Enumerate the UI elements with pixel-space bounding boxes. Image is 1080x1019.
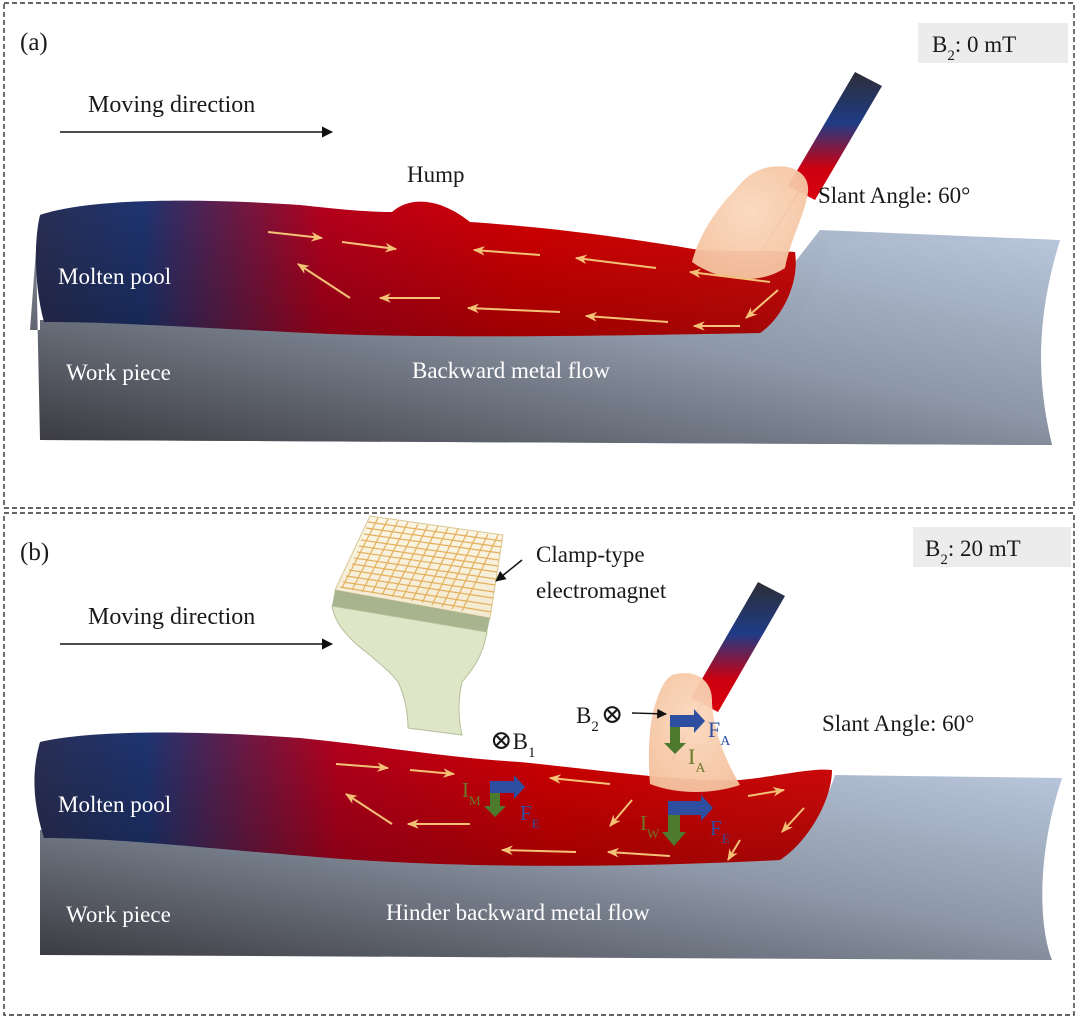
panel-a-arc xyxy=(692,166,809,280)
panel-b-force-current-arrows xyxy=(484,709,713,846)
flow-arrow xyxy=(606,847,671,858)
flow-arrow xyxy=(267,231,324,242)
panel-b-b2-label: B2⊗ xyxy=(576,699,623,735)
flow-arrow xyxy=(548,774,611,785)
iw-current-arrow xyxy=(662,815,686,846)
panel-b-electromagnet-label-2: electromagnet xyxy=(536,578,667,603)
panel-a-flow-arrows xyxy=(267,231,779,331)
panel-b-b2-pointer xyxy=(631,708,667,719)
flow-arrow xyxy=(747,787,786,797)
flow-arrow xyxy=(500,845,577,856)
panel-a-workpiece-front xyxy=(40,240,1060,445)
flow-arrow xyxy=(335,762,390,772)
flow-arrow xyxy=(466,303,561,314)
panel-b-iw-label: IW xyxy=(640,811,660,841)
flow-arrow xyxy=(781,807,805,833)
panel-b-electromagnet-pointer xyxy=(495,559,523,582)
flow-arrow xyxy=(609,799,633,827)
panel-b-pole-piece xyxy=(331,605,488,736)
panel-b-electromagnet-label-1: Clamp-type xyxy=(536,542,645,567)
flow-arrow xyxy=(344,793,393,825)
panel-b-moving-direction: Moving direction xyxy=(88,604,255,630)
panel-a-slant-angle: Slant Angle: 60° xyxy=(818,183,970,208)
panel-a-molten-pool-label: Molten pool xyxy=(58,264,171,289)
panel-b: (b) B2: 20 mT Moving direction xyxy=(3,512,1075,1016)
panel-a-hump: Hump xyxy=(407,162,465,187)
ia-current-arrow xyxy=(664,727,686,754)
panel-b-slant-angle: Slant Angle: 60° xyxy=(822,711,974,736)
panel-a-label: (a) xyxy=(20,29,48,56)
flow-arrow xyxy=(727,839,741,862)
panel-b-fa-label: FA xyxy=(708,717,731,749)
panel-b-work-piece-label: Work piece xyxy=(66,902,171,927)
panel-a-torch-rod xyxy=(788,72,882,200)
flow-arrow xyxy=(574,254,657,269)
panel-a-moving-direction: Moving direction xyxy=(88,92,255,118)
panel-b-fe1-label: FE xyxy=(520,801,540,831)
panel-a-field-box xyxy=(918,23,1068,63)
fe-force-arrow-2 xyxy=(668,795,713,821)
panel-a-torch xyxy=(692,72,882,280)
panel-b-torch-rod xyxy=(691,582,785,712)
panel-a-flow-label: Backward metal flow xyxy=(412,358,610,383)
panel-b-im-label: IM xyxy=(462,778,481,808)
flow-arrow xyxy=(296,263,351,299)
panel-b-frame xyxy=(3,512,1075,1016)
panel-a: (a) B2: 0 mT Moving direction xyxy=(3,2,1075,509)
panel-a-field-label: B2: 0 mT xyxy=(932,32,1016,64)
flow-arrow xyxy=(341,241,398,253)
panel-b-pool-shade xyxy=(34,732,832,866)
panel-b-label: (b) xyxy=(20,539,49,566)
panel-b-field-box xyxy=(913,527,1071,567)
panel-b-molten-pool-label: Molten pool xyxy=(58,792,171,817)
flow-arrow xyxy=(584,312,669,323)
panel-a-frame xyxy=(3,2,1075,509)
panel-b-yoke-band xyxy=(332,590,490,632)
flow-arrow xyxy=(688,268,771,283)
panel-b-field-label: B2: 20 mT xyxy=(925,536,1021,568)
flow-arrow xyxy=(409,768,456,778)
panel-b-ia-label: IA xyxy=(688,744,706,776)
panel-b-electromagnet xyxy=(331,515,504,736)
panel-b-fe2-label: FE xyxy=(710,816,730,846)
panel-b-workpiece xyxy=(40,775,1062,960)
panel-a-pool-shade xyxy=(35,200,796,337)
im-current-arrow xyxy=(484,793,506,817)
flow-arrow xyxy=(745,289,779,319)
panel-b-torch xyxy=(648,582,785,793)
panel-b-flow-arrows xyxy=(335,762,805,862)
flow-arrow xyxy=(472,246,541,256)
panel-b-flow-label: Hinder backward metal flow xyxy=(386,900,650,925)
panel-a-work-piece-label: Work piece xyxy=(66,360,171,385)
panel-b-b1-label: ⊗B1 xyxy=(490,725,535,761)
panel-b-coil-windings xyxy=(339,517,503,613)
